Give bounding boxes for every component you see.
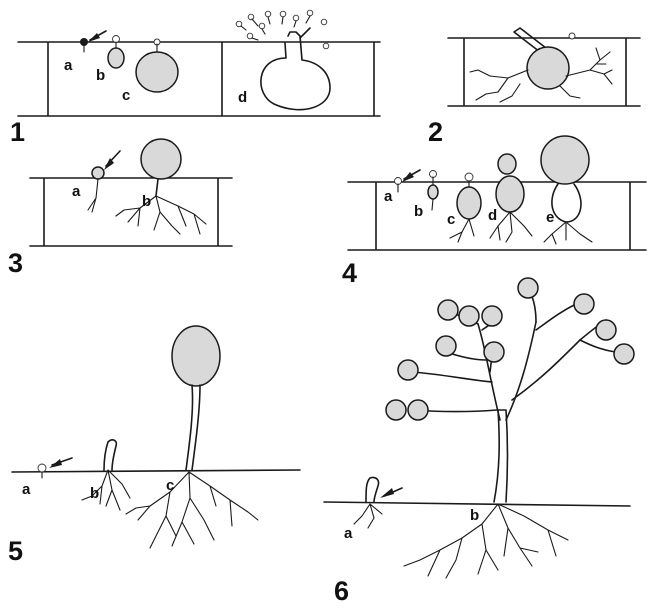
- host-cell-walls: [30, 178, 232, 246]
- stage-c: [450, 173, 481, 242]
- stage-label: a: [64, 57, 73, 74]
- zoospore-encysted: [395, 170, 421, 192]
- tall-sporangiophore: [126, 326, 258, 548]
- panel-6: 6 a b: [324, 278, 634, 606]
- panel-5: 5 a b c: [8, 326, 300, 566]
- stage-label: b: [90, 485, 99, 502]
- panel-number: 5: [8, 536, 23, 566]
- panel-number: 6: [334, 576, 349, 606]
- stage-label: a: [384, 188, 393, 205]
- panel-2: 2: [428, 28, 640, 147]
- discharged-sporangium: [236, 10, 330, 109]
- rhizoids: [404, 504, 568, 578]
- stage-label: b: [96, 67, 105, 84]
- stage-b: [428, 171, 438, 211]
- stage-label: b: [470, 507, 479, 524]
- panel-number: 2: [428, 117, 443, 147]
- substrate-surface: [12, 470, 300, 472]
- stage-label: d: [238, 89, 247, 106]
- stage-label: c: [122, 87, 130, 104]
- mature-sporangium: [116, 139, 206, 234]
- stage-label: b: [142, 193, 151, 210]
- stage-label: c: [447, 211, 455, 228]
- maturing-sporangium: [136, 39, 178, 92]
- stage-label: e: [546, 209, 554, 226]
- stage-e: [541, 136, 592, 244]
- stage-label: d: [488, 207, 497, 224]
- stage-label: b: [414, 203, 423, 220]
- rhizoids: [116, 196, 206, 234]
- host-cell-walls: [18, 42, 380, 116]
- panel-3: 3 a b: [8, 139, 232, 278]
- rhizoids: [126, 472, 258, 548]
- panel-number: 3: [8, 248, 23, 278]
- young-sporangium: [88, 151, 120, 212]
- branched-sporangiophore: [386, 278, 634, 578]
- zoospore: [38, 458, 72, 478]
- panel-4: 4 a b c d e: [342, 136, 646, 288]
- stage-label: c: [166, 477, 174, 494]
- panel-number: 4: [342, 258, 357, 288]
- young-thallus: [108, 36, 124, 69]
- stage-label: a: [72, 183, 81, 200]
- stage-d: [490, 154, 532, 242]
- stage-label: a: [344, 525, 353, 542]
- panel-1: 1 a b c d: [10, 10, 380, 147]
- stage-label: a: [22, 481, 31, 498]
- sporangium: [527, 47, 569, 89]
- panel-number: 1: [10, 117, 25, 147]
